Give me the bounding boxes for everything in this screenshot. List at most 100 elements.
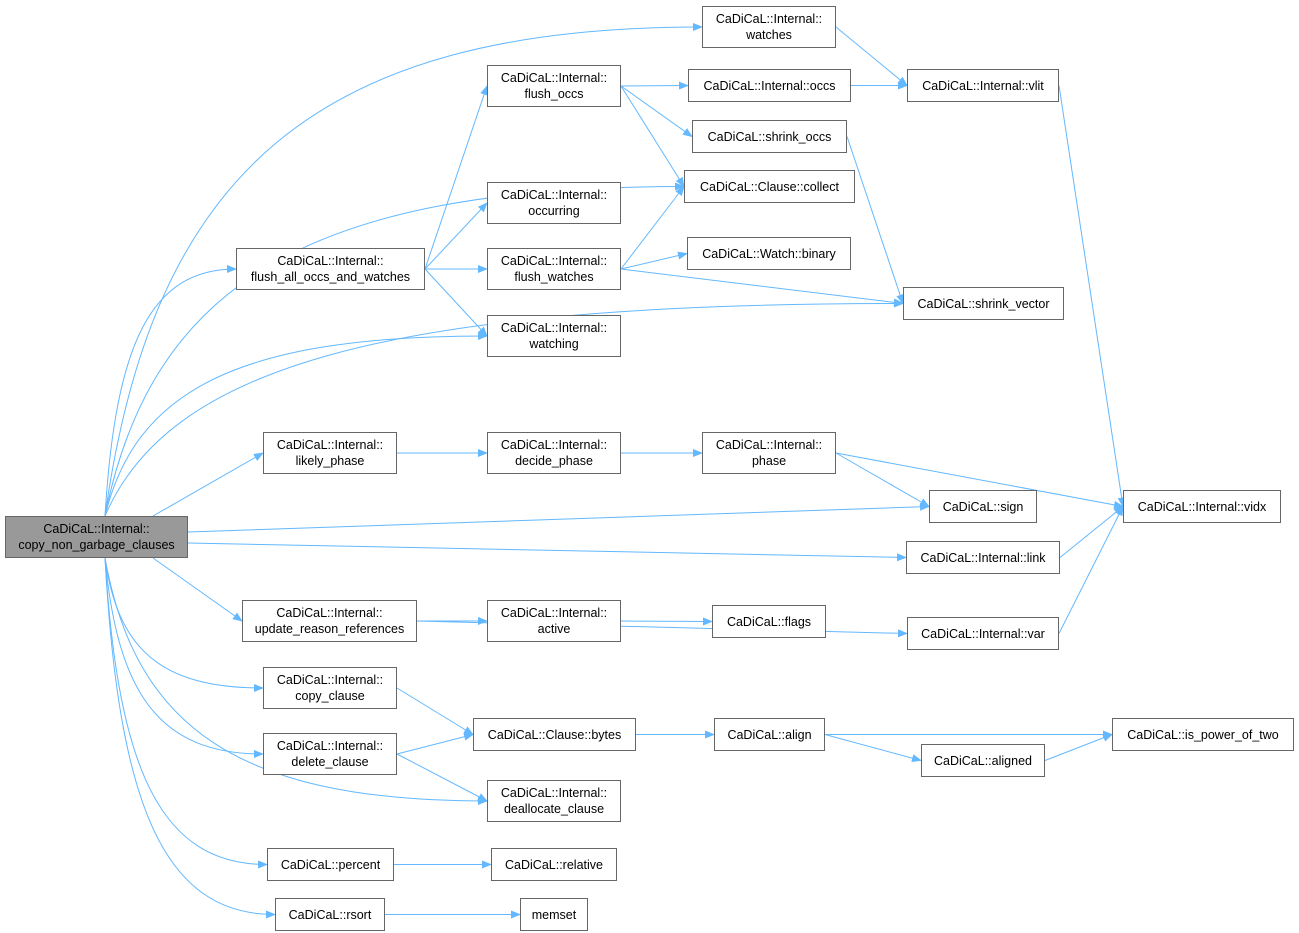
edge-flush-occs-to-occs (620, 81, 689, 90)
node-label: copy_non_garbage_clauses (18, 538, 175, 552)
node-decide-phase[interactable]: CaDiCaL::Internal::decide_phase (487, 432, 621, 474)
node-label: phase (751, 454, 787, 468)
node-label: CaDiCaL::Internal:: (276, 673, 384, 687)
node-label: delete_clause (291, 755, 369, 769)
node-collect[interactable]: CaDiCaL::Clause::collect (684, 170, 855, 203)
node-label: flush_all_occs_and_watches (250, 270, 411, 284)
node-watching[interactable]: CaDiCaL::Internal::watching (487, 315, 621, 357)
node-active[interactable]: CaDiCaL::Internal::active (487, 600, 621, 642)
node-align[interactable]: CaDiCaL::align (714, 718, 825, 751)
node-flags[interactable]: CaDiCaL::flags (712, 605, 826, 638)
node-label: CaDiCaL::Internal:: (276, 739, 384, 753)
node-label: CaDiCaL::Internal::vlit (922, 78, 1044, 93)
node-rsort[interactable]: CaDiCaL::rsort (275, 898, 385, 931)
edge-link-to-vidx (1059, 505, 1124, 558)
edge-flush-occs-to-shrink-occs (620, 85, 693, 138)
edge-aligned-to-is-power-of-two (1044, 734, 1113, 761)
edge-root-to-update-reason (152, 557, 243, 622)
edge-flush-watches-to-shrink-vector (620, 268, 904, 307)
node-label: CaDiCaL::aligned (934, 753, 1032, 768)
node-label: CaDiCaL::rsort (288, 907, 372, 922)
edge-flush-all-to-occurring (424, 202, 488, 270)
node-label: CaDiCaL::Internal:: (277, 254, 384, 268)
node-link[interactable]: CaDiCaL::Internal::link (906, 541, 1060, 574)
node-label: watches (746, 28, 792, 42)
node-label: flush_watches (514, 270, 594, 284)
node-label: CaDiCaL::Internal:: (43, 522, 150, 536)
node-label: decide_phase (515, 454, 593, 468)
edge-shrink-occs-to-shrink-vector (846, 136, 904, 305)
node-label: likely_phase (295, 454, 365, 468)
edge-root-to-rsort (104, 557, 276, 919)
node-percent[interactable]: CaDiCaL::percent (267, 848, 394, 881)
node-label: CaDiCaL::Internal:: (500, 786, 608, 800)
node-flush-occs[interactable]: CaDiCaL::Internal::flush_occs (487, 65, 621, 107)
node-flush-watches[interactable]: CaDiCaL::Internal::flush_watches (487, 248, 621, 290)
node-occurring[interactable]: CaDiCaL::Internal::occurring (487, 182, 621, 224)
node-label: CaDiCaL::Internal:: (500, 321, 608, 335)
node-shrink-vector[interactable]: CaDiCaL::shrink_vector (903, 287, 1064, 320)
node-bytes[interactable]: CaDiCaL::Clause::bytes (473, 718, 636, 751)
node-shrink-occs[interactable]: CaDiCaL::shrink_occs (692, 120, 847, 153)
node-label: CaDiCaL::Internal:: (715, 438, 823, 452)
edge-root-to-flush-all (104, 265, 237, 517)
edge-root-to-deallocate-clause (104, 557, 488, 805)
node-likely-phase[interactable]: CaDiCaL::Internal::likely_phase (263, 432, 397, 474)
edge-root-to-link (187, 542, 907, 562)
node-is-power-of-two[interactable]: CaDiCaL::is_power_of_two (1112, 718, 1294, 751)
node-relative[interactable]: CaDiCaL::relative (491, 848, 617, 881)
edge-copy-clause-to-bytes (396, 687, 474, 736)
node-label: CaDiCaL::flags (726, 614, 812, 629)
node-label: CaDiCaL::Internal:: (500, 71, 608, 85)
node-sign[interactable]: CaDiCaL::sign (929, 490, 1037, 523)
edge-align-to-aligned (824, 734, 922, 763)
node-label: CaDiCaL::align (727, 727, 812, 742)
node-label: CaDiCaL::Watch::binary (702, 246, 836, 261)
node-deallocate-clause[interactable]: CaDiCaL::Internal::deallocate_clause (487, 780, 621, 822)
node-label: flush_occs (524, 87, 584, 101)
edge-flush-occs-to-collect (620, 85, 685, 188)
node-binary[interactable]: CaDiCaL::Watch::binary (687, 237, 851, 270)
edge-vlit-to-vidx (1058, 85, 1126, 508)
node-vidx[interactable]: CaDiCaL::Internal::vidx (1123, 490, 1281, 523)
node-watches[interactable]: CaDiCaL::Internal::watches (702, 6, 836, 48)
node-label: CaDiCaL::is_power_of_two (1127, 727, 1279, 742)
edge-phase-to-sign (835, 452, 930, 507)
node-label: CaDiCaL::Internal::link (920, 550, 1046, 565)
node-occs[interactable]: CaDiCaL::Internal::occs (688, 69, 851, 102)
edge-flush-watches-to-collect (620, 185, 685, 270)
node-label: CaDiCaL::Internal:: (715, 12, 823, 26)
node-label: CaDiCaL::Internal::vidx (1137, 499, 1267, 514)
node-copy-clause[interactable]: CaDiCaL::Internal::copy_clause (263, 667, 397, 709)
edge-root-to-percent (104, 557, 268, 869)
node-label: CaDiCaL::Internal::var (921, 626, 1045, 641)
node-update-reason[interactable]: CaDiCaL::Internal::update_reason_referen… (242, 600, 417, 642)
edge-root-to-sign (187, 502, 930, 533)
node-label: CaDiCaL::Internal:: (276, 606, 383, 620)
edge-flush-all-to-watching (424, 268, 488, 337)
edge-delete-clause-to-bytes (396, 732, 474, 755)
edge-root-to-shrink-vector (104, 299, 904, 517)
node-label: CaDiCaL::Internal:: (500, 606, 608, 620)
edge-phase-to-vidx (835, 452, 1124, 509)
node-var[interactable]: CaDiCaL::Internal::var (907, 617, 1059, 650)
edge-root-to-likely-phase (152, 452, 264, 517)
node-root[interactable]: CaDiCaL::Internal::copy_non_garbage_clau… (5, 516, 188, 558)
node-label: CaDiCaL::Clause::bytes (487, 727, 622, 742)
node-memset[interactable]: memset (520, 898, 588, 931)
node-label: CaDiCaL::Internal:: (276, 438, 384, 452)
node-label: watching (529, 337, 579, 351)
node-label: CaDiCaL::Internal:: (500, 254, 608, 268)
node-vlit[interactable]: CaDiCaL::Internal::vlit (907, 69, 1059, 102)
edge-root-to-watching (104, 332, 488, 517)
node-flush-all[interactable]: CaDiCaL::Internal::flush_all_occs_and_wa… (236, 248, 425, 290)
node-label: update_reason_references (254, 622, 405, 636)
edge-root-to-copy-clause (104, 557, 264, 692)
edge-active-to-flags (620, 617, 713, 626)
node-phase[interactable]: CaDiCaL::Internal::phase (702, 432, 836, 474)
node-aligned[interactable]: CaDiCaL::aligned (921, 744, 1045, 777)
node-delete-clause[interactable]: CaDiCaL::Internal::delete_clause (263, 733, 397, 775)
edge-var-to-vidx (1058, 505, 1124, 634)
